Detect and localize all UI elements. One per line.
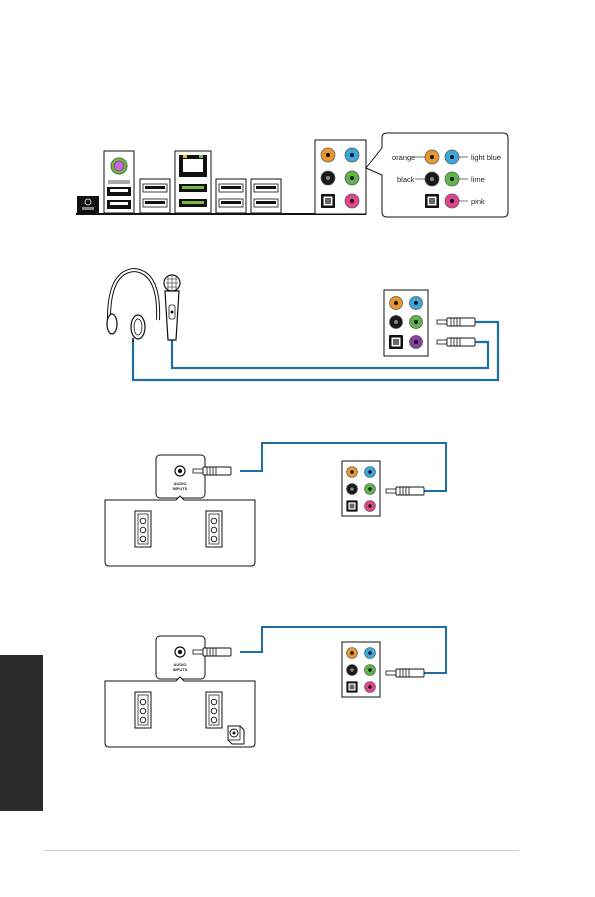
usb-port-icon (216, 179, 246, 213)
rear-panel (76, 140, 366, 214)
usb-port-icon (140, 179, 170, 213)
audio-inputs-box: AUDIO INPUTS (156, 455, 205, 498)
speaker-subwoofer-section: AUDIO INPUTS (105, 627, 446, 747)
legend-pink: pink (471, 197, 485, 206)
audio-jack-block (342, 642, 380, 697)
audio-inputs-label-line2: INPUTS (173, 667, 188, 672)
audio-plug-icon (437, 318, 475, 326)
audio-inputs-label-line2: INPUTS (173, 486, 188, 491)
speaker-icon (135, 511, 151, 547)
audio-jack-block (315, 140, 366, 214)
lan-port-icon (175, 151, 211, 213)
legend-black: black (397, 175, 415, 184)
speaker-icon (206, 511, 222, 547)
audio-jack-block (384, 290, 428, 356)
headphone-icon (107, 270, 158, 342)
subwoofer-icon (228, 726, 244, 744)
clear-cmos-button-icon (77, 196, 99, 213)
legend-light-blue: light blue (471, 153, 501, 162)
audio-plug-icon (386, 669, 424, 677)
speaker-icon (206, 692, 222, 728)
audio-plug-icon (386, 487, 424, 495)
speaker-icon (135, 692, 151, 728)
stereo-speaker-section: AUDIO INPUTS (105, 443, 446, 566)
audio-legend-callout: orange black light blue lime pink (366, 133, 508, 217)
audio-plug-icon (437, 338, 475, 346)
legend-orange: orange (392, 153, 415, 162)
usb-port-icon (251, 179, 281, 213)
microphone-icon (164, 275, 180, 340)
headphone-mic-section (107, 270, 498, 380)
legend-lime: lime (471, 175, 485, 184)
audio-inputs-box: AUDIO INPUTS (156, 636, 205, 679)
audio-jack-block (342, 461, 380, 516)
